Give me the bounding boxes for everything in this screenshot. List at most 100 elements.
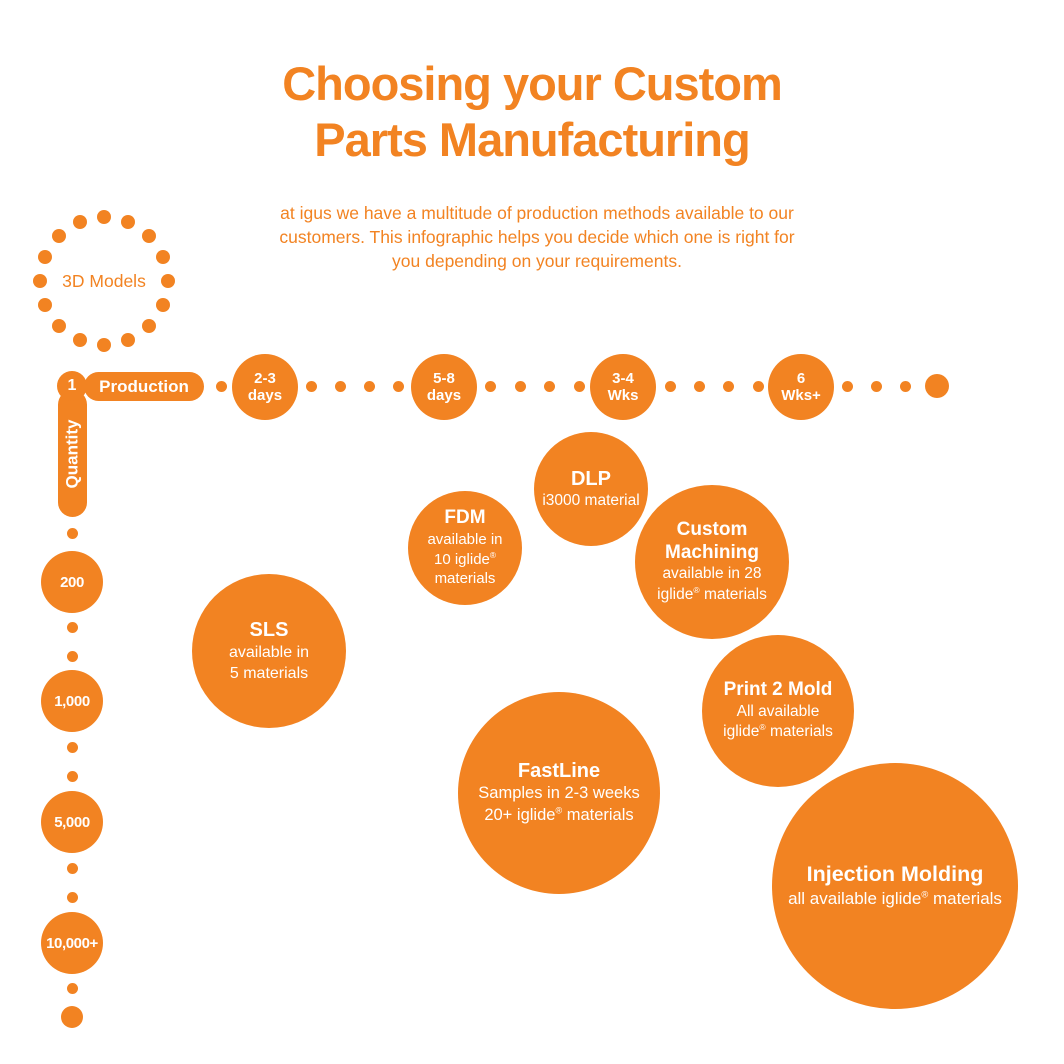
bubble-body-line: available in <box>427 530 503 548</box>
models-ring-dot <box>142 228 157 243</box>
registered-mark: ® <box>921 889 929 900</box>
origin-label: 1 <box>67 377 77 394</box>
x-tick-3-4-wks: 3-4 Wks <box>590 354 656 420</box>
bubble-text: SLS available in 5 materials <box>229 618 309 684</box>
models-ring-dot <box>37 249 52 264</box>
x-tick-label: 5-8 days <box>426 370 462 404</box>
x-axis-label: Production <box>84 372 204 401</box>
y-axis-label: Quantity <box>58 390 87 517</box>
models-ring-dot <box>97 210 111 224</box>
x-axis-dot <box>392 380 404 392</box>
x-axis-dot <box>752 380 764 392</box>
x-tick-6-wks-plus: 6 Wks+ <box>768 354 834 420</box>
models-ring-dot <box>72 333 87 348</box>
x-axis-dot <box>722 380 734 392</box>
x-axis-dot <box>693 380 705 392</box>
y-axis-dot <box>66 862 78 874</box>
bubble-body-line: iglide® materials <box>657 584 767 603</box>
bubble-body-line: materials <box>434 570 496 588</box>
x-tick-2-3-days: 2-3 days <box>232 354 298 420</box>
bubble-body-line: 10 iglide® <box>434 550 496 568</box>
registered-mark: ® <box>693 584 700 595</box>
bubble-title-line: Machining <box>665 541 759 563</box>
bubble-title-line: DLP <box>570 467 611 490</box>
y-axis-end-dot <box>61 1006 83 1028</box>
bubble-title-line: SLS <box>249 618 289 641</box>
x-axis-dot <box>484 380 496 392</box>
bubble-body-line: available in 28 <box>662 565 762 583</box>
bubble-title-line: FastLine <box>517 760 601 783</box>
bubble-text: FDM available in 10 iglide® materials <box>427 507 502 589</box>
y-axis-dot <box>66 527 78 539</box>
y-axis-dot <box>66 621 78 633</box>
y-axis-dot <box>66 650 78 662</box>
x-tick-label: 3-4 Wks <box>607 370 639 404</box>
bubble-body-line: 5 materials <box>229 665 309 682</box>
bubble-title-line: FDM <box>444 506 486 528</box>
page-title-line2: Parts Manufacturing <box>314 113 750 166</box>
bubble-title-line: Injection Molding <box>806 861 984 886</box>
bubble-body-line: all available iglide® materials <box>788 888 1002 908</box>
bubble-body-line: i3000 material <box>542 491 640 509</box>
x-axis-dot <box>664 380 676 392</box>
registered-mark: ® <box>555 805 563 816</box>
y-tick-label: 1,000 <box>54 692 90 710</box>
y-axis-dot <box>66 982 78 994</box>
bubble-fdm: FDM available in 10 iglide® materials <box>408 491 522 605</box>
bubble-title-line: Custom <box>676 518 748 540</box>
registered-mark: ® <box>759 722 766 733</box>
x-axis-dot <box>899 380 911 392</box>
x-axis-dot <box>334 380 346 392</box>
models-ring-dot <box>121 333 136 348</box>
x-tick-label: 6 Wks+ <box>781 370 821 404</box>
x-axis-dot <box>870 380 882 392</box>
y-tick-label: 10,000+ <box>46 934 98 952</box>
bubble-body-line: available in <box>228 643 310 661</box>
models-ring-dot <box>97 338 111 352</box>
x-axis-dot <box>514 380 526 392</box>
x-axis-label-text: Production <box>99 376 189 396</box>
y-tick-5000: 5,000 <box>41 791 103 853</box>
x-axis-dot <box>215 380 227 392</box>
page-title-line1: Choosing your Custom <box>282 57 783 110</box>
origin-marker: 1 <box>57 371 87 401</box>
models-ring-dot <box>142 319 157 334</box>
models-ring-dot <box>121 214 136 229</box>
models-ring-dot <box>37 298 52 313</box>
models-ring-dot <box>156 249 171 264</box>
y-tick-10000-plus: 10,000+ <box>41 912 103 974</box>
models-ring-label: 3D Models <box>62 271 146 291</box>
y-axis-dot <box>66 770 78 782</box>
x-tick-label: 2-3 days <box>247 370 283 404</box>
x-axis-dot <box>305 380 317 392</box>
bubble-body-line: 20+ iglide® materials <box>484 805 634 824</box>
models-ring-dot <box>156 298 171 313</box>
page-subtitle: at igus we have a multitude of productio… <box>279 203 795 271</box>
y-tick-label: 200 <box>60 573 84 591</box>
models-ring-dot <box>161 274 175 288</box>
bubble-sls: SLS available in 5 materials <box>192 574 346 728</box>
models-ring-dot <box>51 319 66 334</box>
page-title: Choosing your Custom Parts Manufacturing <box>0 56 1064 168</box>
y-axis-dot <box>66 741 78 753</box>
x-axis-dot <box>573 380 585 392</box>
y-axis-label-text: Quantity <box>62 419 82 488</box>
y-tick-200: 200 <box>41 551 103 613</box>
models-ring-dot <box>72 214 87 229</box>
y-tick-1000: 1,000 <box>41 670 103 732</box>
x-tick-5-8-days: 5-8 days <box>411 354 477 420</box>
x-axis-end-dot <box>925 374 949 398</box>
y-tick-label: 5,000 <box>54 813 90 831</box>
bubble-title-line: Print 2 Mold <box>723 679 833 701</box>
